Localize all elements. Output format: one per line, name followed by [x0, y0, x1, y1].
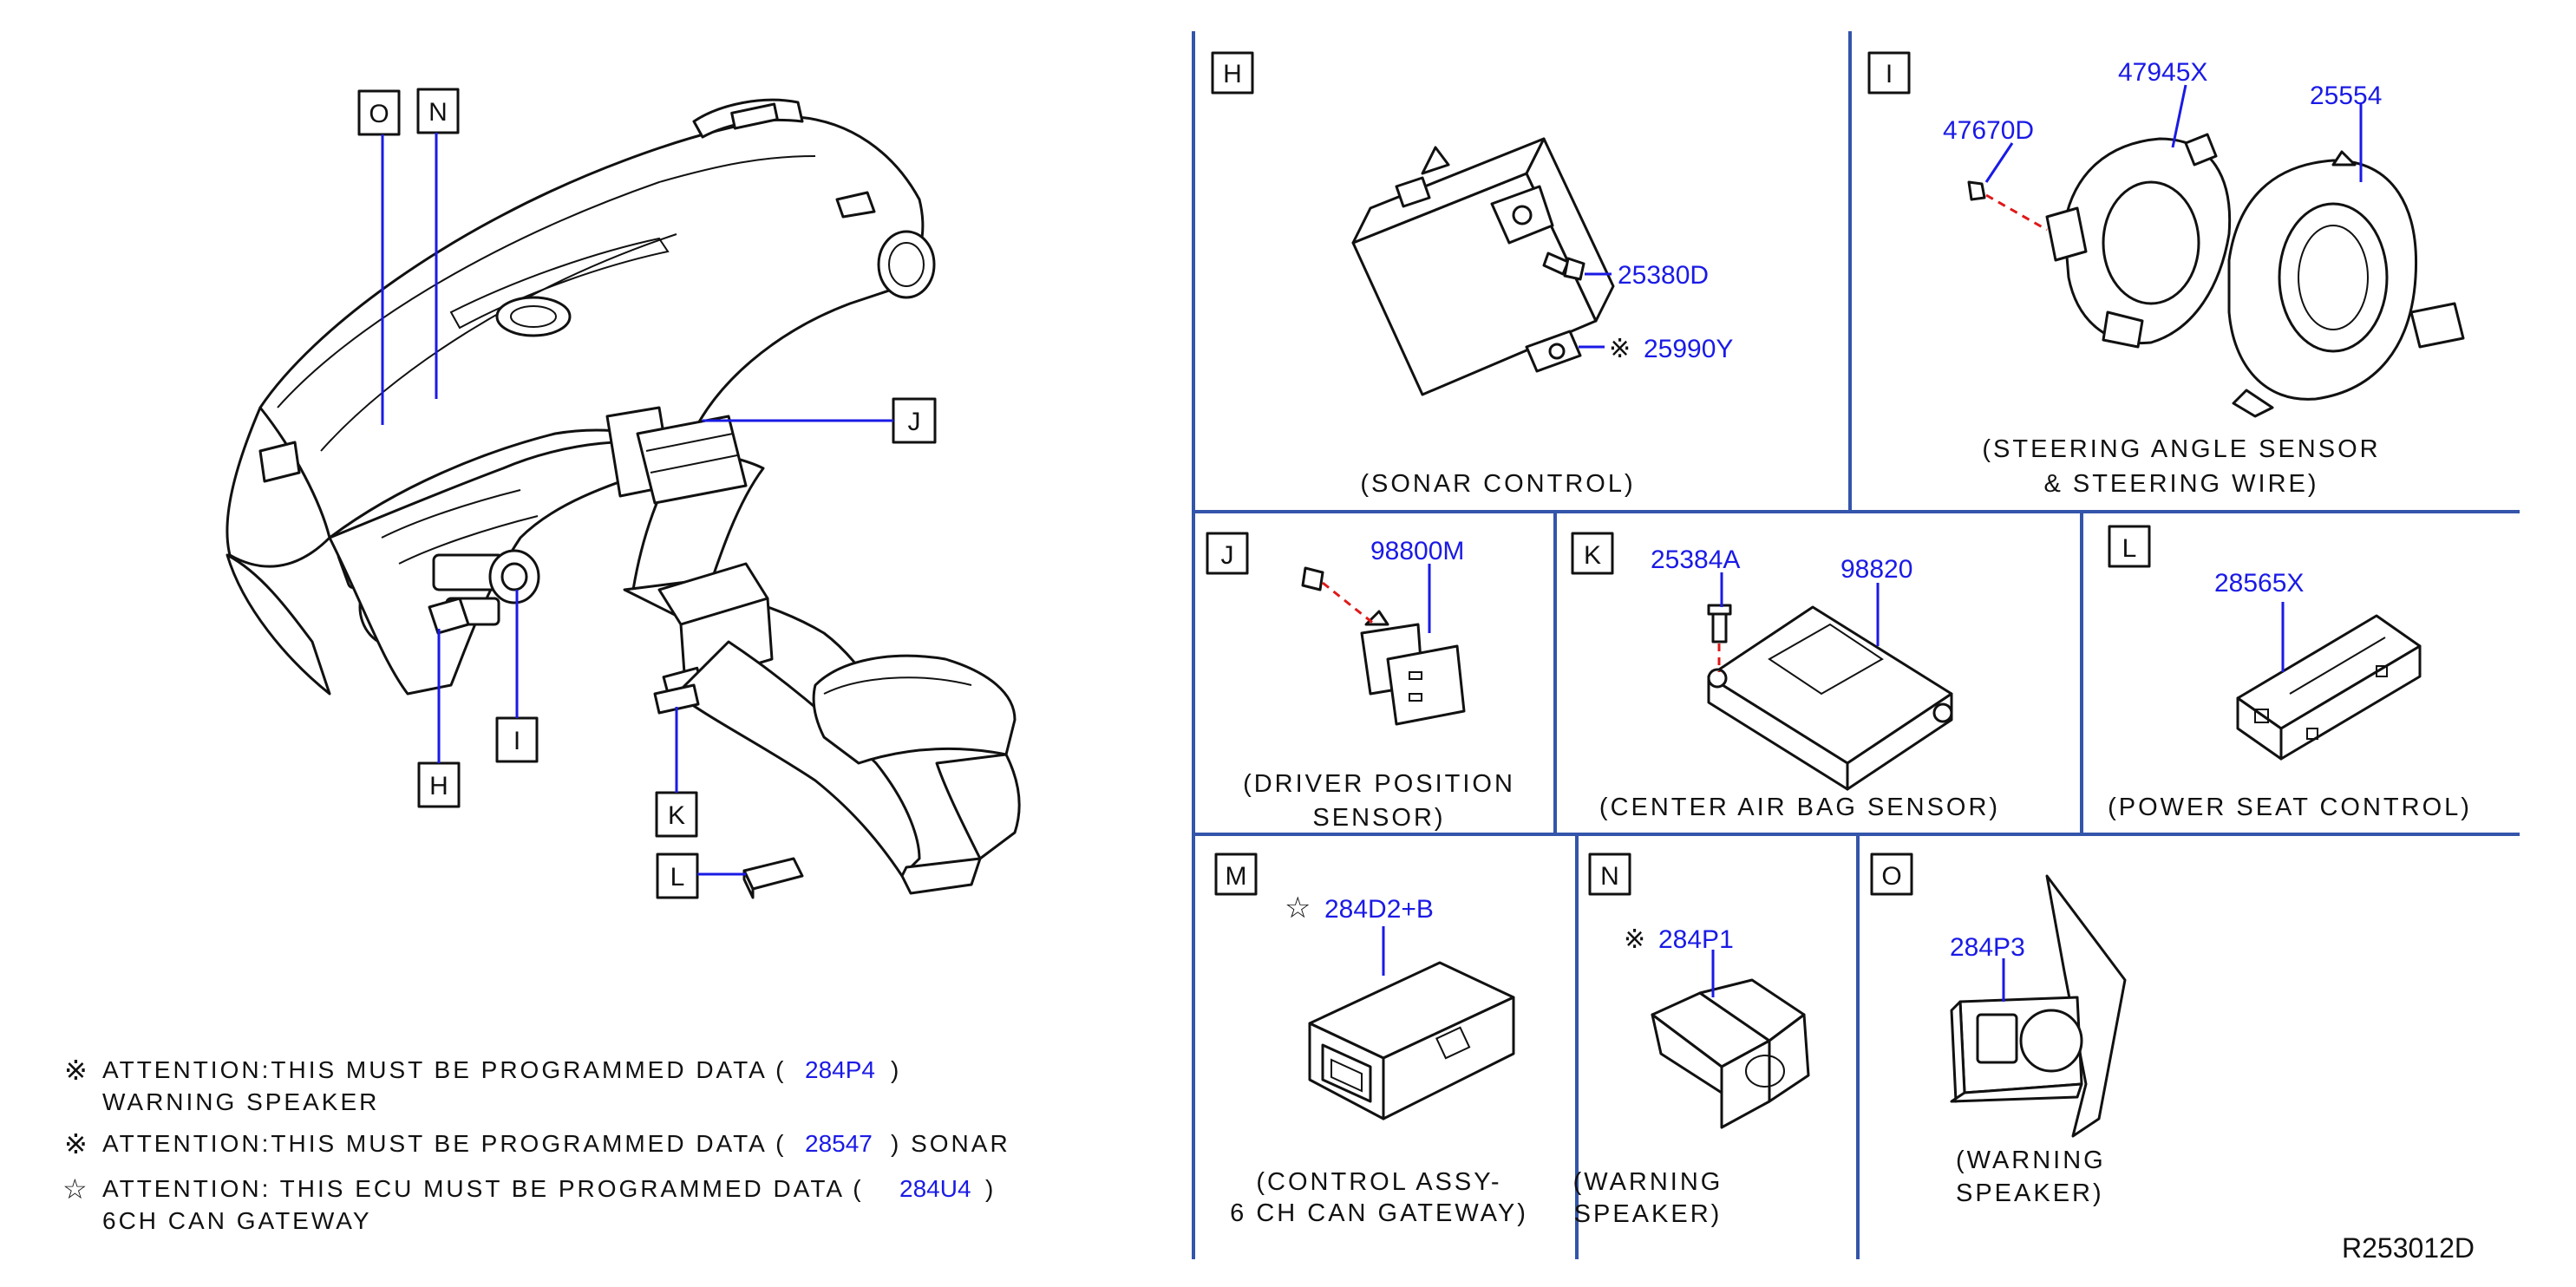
svg-text:O: O: [1881, 862, 1901, 891]
svg-text:N: N: [1600, 862, 1619, 891]
note-1: ※ ATTENTION:THIS MUST BE PROGRAMMED DATA…: [64, 1055, 901, 1115]
callout-n: N: [416, 88, 460, 399]
svg-text:284U4: 284U4: [899, 1175, 971, 1202]
svg-text:M: M: [1226, 862, 1247, 891]
svg-text:98800M: 98800M: [1370, 537, 1464, 565]
svg-text:) SONAR: ) SONAR: [891, 1130, 1010, 1157]
svg-text:): ): [891, 1056, 901, 1083]
panel-l: L 28565X (POWER SEAT CONTROL): [2108, 525, 2472, 821]
svg-text:98820: 98820: [1840, 555, 1912, 584]
svg-text:25990Y: 25990Y: [1644, 335, 1733, 363]
svg-text:SPEAKER): SPEAKER): [1956, 1179, 2104, 1207]
panel-o: O 284P3 (WARNING SPEAKER): [1870, 853, 2127, 1207]
svg-text:WARNING SPEAKER: WARNING SPEAKER: [102, 1088, 379, 1115]
svg-text:I: I: [1886, 60, 1893, 88]
svg-text:☆: ☆: [1285, 892, 1313, 924]
bolt-25380d-illustration: [1542, 252, 1585, 281]
svg-text:N: N: [428, 98, 448, 127]
spiral-cable-illustration: [2227, 150, 2465, 418]
note-3: ☆ ATTENTION: THIS ECU MUST BE PROGRAMMED…: [62, 1173, 996, 1234]
warning-speaker-n-illustration: [1651, 978, 1810, 1129]
svg-text:25380D: 25380D: [1618, 261, 1709, 290]
svg-text:): ): [985, 1175, 996, 1202]
callout-k: K: [655, 707, 698, 838]
svg-text:SPEAKER): SPEAKER): [1574, 1200, 1723, 1228]
svg-text:(WARNING: (WARNING: [1956, 1147, 2106, 1174]
svg-text:O: O: [369, 100, 389, 128]
svg-text:H: H: [429, 772, 448, 800]
svg-text:284D2+B: 284D2+B: [1324, 895, 1434, 924]
svg-text:284P3: 284P3: [1950, 933, 2025, 962]
svg-text:K: K: [668, 801, 685, 830]
svg-text:25554: 25554: [2310, 82, 2382, 110]
callout-l: L: [656, 853, 746, 899]
svg-text:※: ※: [64, 1128, 90, 1160]
svg-text:(CENTER AIR BAG SENSOR): (CENTER AIR BAG SENSOR): [1599, 794, 2000, 821]
svg-text:H: H: [1223, 60, 1242, 88]
svg-text:6CH CAN GATEWAY: 6CH CAN GATEWAY: [102, 1207, 372, 1234]
svg-text:J: J: [1221, 541, 1234, 570]
callout-i: I: [495, 590, 539, 763]
svg-text:(DRIVER POSITION: (DRIVER POSITION: [1243, 770, 1515, 798]
svg-text:47670D: 47670D: [1943, 116, 2034, 145]
driver-position-sensor-illustration: [1360, 610, 1466, 726]
steering-angle-sensor-illustration: [2045, 133, 2232, 349]
svg-text:25384A: 25384A: [1651, 546, 1740, 574]
bolt-25384a-illustration: [1707, 604, 1732, 644]
svg-text:284P1: 284P1: [1658, 925, 1734, 954]
svg-text:※: ※: [64, 1055, 90, 1086]
svg-text:☆: ☆: [62, 1173, 90, 1205]
svg-text:6 CH CAN GATEWAY): 6 CH CAN GATEWAY): [1230, 1199, 1528, 1227]
panel-n: N ※ 284P1 (WARNING SPEAKER): [1573, 853, 1810, 1228]
air-bag-sensor-illustration: [1707, 605, 1953, 791]
svg-text:L: L: [670, 863, 685, 892]
svg-text:(STEERING ANGLE SENSOR: (STEERING ANGLE SENSOR: [1982, 435, 2380, 463]
panel-j: J 98800M (DRIVER POSITION SENSOR): [1206, 532, 1515, 832]
svg-text:L: L: [2122, 534, 2137, 563]
svg-text:(CONTROL ASSY-: (CONTROL ASSY-: [1256, 1168, 1501, 1196]
note-2: ※ ATTENTION:THIS MUST BE PROGRAMMED DATA…: [64, 1128, 1010, 1160]
svg-text:(SONAR CONTROL): (SONAR CONTROL): [1360, 470, 1635, 498]
svg-text:& STEERING WIRE): & STEERING WIRE): [2043, 470, 2318, 498]
svg-text:K: K: [1584, 541, 1601, 570]
svg-text:284P4: 284P4: [805, 1056, 875, 1083]
dashboard-overview-illustration: [226, 98, 1021, 899]
svg-text:※: ※: [1624, 925, 1648, 954]
svg-text:ATTENTION: THIS ECU MUST: ATTENTION: THIS ECU MUST BE PROGRAMMED D…: [102, 1175, 864, 1202]
can-gateway-illustration: [1308, 961, 1515, 1120]
screw-j-illustration: [1301, 566, 1324, 591]
callout-h: H: [417, 629, 461, 808]
panel-grid: [1192, 31, 2520, 1259]
attention-notes: ※ ATTENTION:THIS MUST BE PROGRAMMED DATA…: [62, 1055, 1010, 1234]
svg-text:ATTENTION:THIS MUST BE P: ATTENTION:THIS MUST BE PROGRAMMED DATA (: [102, 1056, 786, 1083]
reference-code: R253012D: [2342, 1232, 2475, 1264]
panel-h: H 25380D ※ 25990Y (SONAR CONTROL): [1211, 51, 1733, 498]
panel-m: M ☆ 284D2+B (CONTROL ASSY- 6 CH CAN GATE…: [1214, 853, 1528, 1227]
svg-text:28565X: 28565X: [2214, 569, 2304, 598]
svg-text:(WARNING: (WARNING: [1573, 1168, 1723, 1196]
svg-text:28547: 28547: [805, 1130, 873, 1157]
svg-text:I: I: [513, 727, 520, 755]
callout-j: J: [703, 397, 937, 444]
svg-text:ATTENTION:THIS MUST BE P: ATTENTION:THIS MUST BE PROGRAMMED DATA (: [102, 1130, 786, 1157]
power-seat-control-illustration: [2236, 614, 2422, 761]
overview-callouts: O N J I H K L: [357, 88, 937, 899]
svg-text:SENSOR): SENSOR): [1312, 804, 1445, 832]
svg-text:47945X: 47945X: [2118, 58, 2207, 87]
svg-text:J: J: [908, 408, 921, 436]
panel-i: I 47670D 47945X 25554 (STEERING ANGLE SE…: [1867, 51, 2465, 498]
svg-text:※: ※: [1609, 335, 1633, 363]
panel-k: K 25384A 98820 (CENTER AIR BAG SENSOR): [1571, 532, 2000, 821]
callout-o: O: [357, 89, 401, 425]
screw-47670d-illustration: [1967, 180, 1986, 201]
svg-text:(POWER SEAT CONTROL): (POWER SEAT CONTROL): [2108, 794, 2472, 821]
warning-speaker-o-illustration: [1950, 874, 2127, 1138]
